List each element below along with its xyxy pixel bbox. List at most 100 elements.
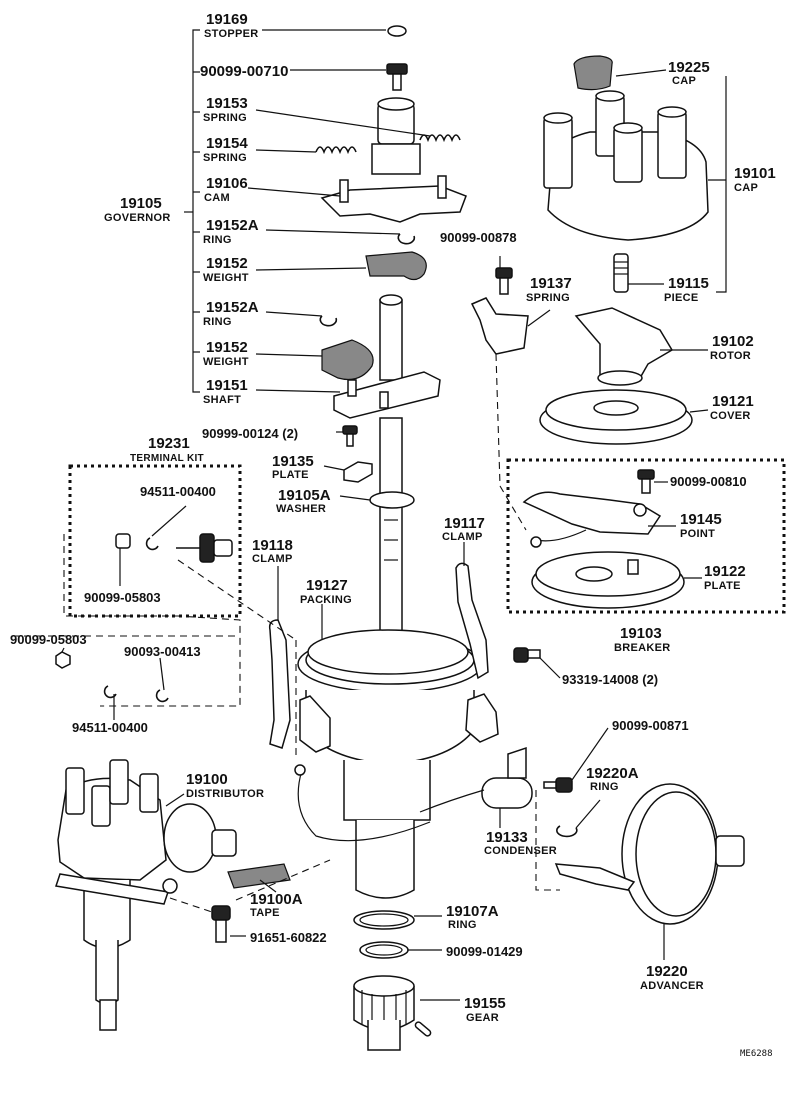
callout-19152A-b: 19152A RING xyxy=(203,299,259,328)
svg-text:WASHER: WASHER xyxy=(276,503,326,515)
callout-19135: 19135 PLATE xyxy=(272,453,314,481)
svg-text:ROTOR: ROTOR xyxy=(710,350,751,362)
svg-text:CONDENSER: CONDENSER xyxy=(484,845,557,857)
svg-text:19100: 19100 xyxy=(186,771,228,788)
condenser-19133-part xyxy=(419,746,533,813)
callout-19225: 19225 CAP xyxy=(668,59,710,87)
svg-text:RING: RING xyxy=(590,781,619,793)
callout-19100: 19100 DISTRIBUTOR xyxy=(186,771,264,800)
svg-text:19225: 19225 xyxy=(668,59,710,76)
svg-text:19105A: 19105A xyxy=(278,487,331,504)
svg-text:TAPE: TAPE xyxy=(250,907,280,919)
svg-text:GOVERNOR: GOVERNOR xyxy=(104,212,171,224)
piece-19115-part xyxy=(613,253,629,293)
callout-90999-00124: 90999-00124 (2) xyxy=(202,426,298,441)
svg-text:SPRING: SPRING xyxy=(203,152,247,164)
svg-text:GEAR: GEAR xyxy=(466,1012,499,1024)
spring-19137-part xyxy=(470,297,529,355)
svg-text:SHAFT: SHAFT xyxy=(203,394,241,406)
svg-text:19100A: 19100A xyxy=(250,891,303,908)
svg-text:ADVANCER: ADVANCER xyxy=(640,980,704,992)
cap-19225-part xyxy=(573,55,613,91)
svg-text:RING: RING xyxy=(203,234,232,246)
svg-text:PLATE: PLATE xyxy=(704,580,741,592)
callout-90099-00871: 90099-00871 xyxy=(612,718,689,733)
svg-text:19106: 19106 xyxy=(206,175,248,192)
gear-19155-part xyxy=(353,975,432,1051)
callout-19145: 19145 POINT xyxy=(680,511,722,540)
cover-19121-part xyxy=(539,389,693,445)
governor-cam-part xyxy=(320,97,467,223)
svg-text:19107A: 19107A xyxy=(446,903,499,920)
svg-text:90099-00878: 90099-00878 xyxy=(440,230,517,245)
callout-19101: 19101 CAP xyxy=(734,165,776,194)
svg-text:POINT: POINT xyxy=(680,528,715,540)
svg-text:19101: 19101 xyxy=(734,165,776,182)
callout-94511-00400-a: 94511-00400 xyxy=(140,484,216,499)
callout-19118: 19118 CLAMP xyxy=(252,537,293,565)
callout-19137: 19137 SPRING xyxy=(526,275,572,304)
callout-90099-00810: 90099-00810 xyxy=(670,474,747,489)
svg-text:94511-00400: 94511-00400 xyxy=(72,720,148,735)
svg-text:19127: 19127 xyxy=(306,577,348,594)
svg-text:19220A: 19220A xyxy=(586,765,639,782)
callout-19231: 19231 TERMINAL KIT xyxy=(130,435,204,464)
svg-text:19152A: 19152A xyxy=(206,299,259,316)
callout-19152-a: 19152 WEIGHT xyxy=(203,255,249,284)
svg-text:CLAMP: CLAMP xyxy=(442,531,483,543)
screw-14008-part xyxy=(513,647,541,663)
svg-text:19152A: 19152A xyxy=(206,217,259,234)
ring-19220A-part xyxy=(556,825,578,838)
spring-19153-part xyxy=(419,134,461,143)
callout-19100A: 19100A TAPE xyxy=(250,891,303,919)
distributor-assembly-part xyxy=(55,759,237,1031)
svg-text:90099-00810: 90099-00810 xyxy=(670,474,747,489)
svg-text:19169: 19169 xyxy=(206,11,248,28)
callout-90099-05803-a: 90099-05803 xyxy=(84,590,161,605)
svg-text:19152: 19152 xyxy=(206,339,248,356)
callout-19102: 19102 ROTOR xyxy=(710,333,754,362)
callout-19133: 19133 CONDENSER xyxy=(484,829,557,857)
callout-19105A: 19105A WASHER xyxy=(276,487,331,515)
governor-bracket xyxy=(184,29,200,393)
svg-text:19231: 19231 xyxy=(148,435,190,452)
callout-90099-00878: 90099-00878 xyxy=(440,230,517,245)
callout-19103: 19103 BREAKER xyxy=(614,625,671,654)
svg-text:19135: 19135 xyxy=(272,453,314,470)
ring-19152A-b-part xyxy=(319,315,338,327)
assembly-lines xyxy=(169,353,560,913)
svg-text:90099-05803: 90099-05803 xyxy=(10,632,87,647)
svg-text:STOPPER: STOPPER xyxy=(204,28,258,40)
terminal-kit-parts xyxy=(55,533,233,703)
callout-91651-60822: 91651-60822 xyxy=(250,930,327,945)
svg-text:19122: 19122 xyxy=(704,563,746,580)
screw-00878-part xyxy=(495,267,513,295)
svg-text:19121: 19121 xyxy=(712,393,754,410)
svg-text:19102: 19102 xyxy=(712,333,754,350)
callout-19153: 19153 SPRING xyxy=(203,95,248,124)
clamp-19118-part xyxy=(268,619,291,749)
svg-text:19137: 19137 xyxy=(530,275,572,292)
svg-text:19152: 19152 xyxy=(206,255,248,272)
callout-19127: 19127 PACKING xyxy=(300,577,352,606)
svg-text:19115: 19115 xyxy=(668,275,709,292)
callout-19106: 19106 CAM xyxy=(204,175,248,204)
callout-90099-01429: 90099-01429 xyxy=(446,944,523,959)
svg-text:90099-05803: 90099-05803 xyxy=(84,590,161,605)
svg-text:94511-00400: 94511-00400 xyxy=(140,484,216,499)
callout-19152A-a: 19152A RING xyxy=(203,217,259,246)
svg-text:90099-00871: 90099-00871 xyxy=(612,718,689,733)
svg-text:19103: 19103 xyxy=(620,625,662,642)
svg-text:WEIGHT: WEIGHT xyxy=(203,272,249,284)
callout-19105: 19105 GOVERNOR xyxy=(104,195,171,224)
svg-text:BREAKER: BREAKER xyxy=(614,642,671,654)
svg-text:DISTRIBUTOR: DISTRIBUTOR xyxy=(186,788,264,800)
svg-text:19105: 19105 xyxy=(120,195,162,212)
svg-text:93319-14008 (2): 93319-14008 (2) xyxy=(562,672,658,687)
clamp-19117-part xyxy=(455,562,489,680)
svg-text:PLATE: PLATE xyxy=(272,469,309,481)
callout-19220: 19220 ADVANCER xyxy=(640,963,704,992)
svg-text:PIECE: PIECE xyxy=(664,292,699,304)
